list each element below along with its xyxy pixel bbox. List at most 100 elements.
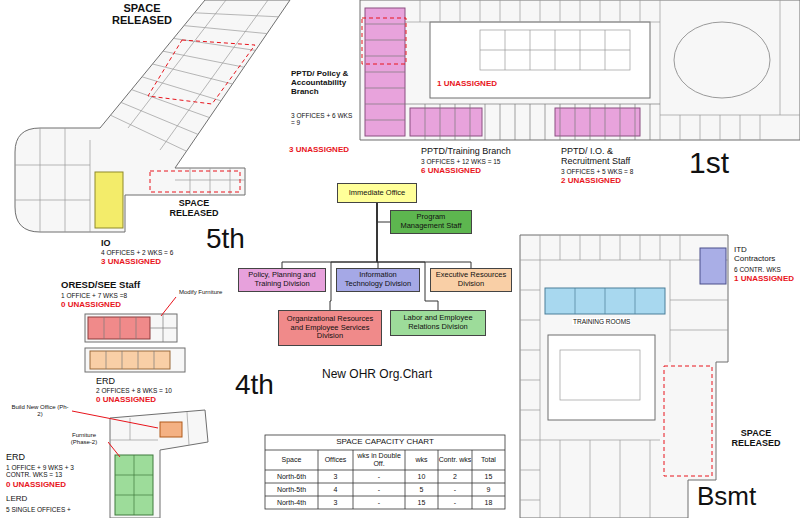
table-cell: wks in Double Off. xyxy=(353,452,405,467)
plan-label: ERD xyxy=(95,376,116,386)
table-cell: 4 xyxy=(318,486,353,494)
new-office xyxy=(160,422,182,437)
org-connector xyxy=(377,203,390,222)
org-connector xyxy=(282,203,377,268)
plan-label: IO xyxy=(100,238,112,248)
table-cell: Space xyxy=(265,456,318,464)
floor-name: 4th xyxy=(234,370,275,401)
plan-label: ORESD/SEE Staff xyxy=(60,280,141,291)
plan-label: LERD xyxy=(5,495,28,504)
org-box: Policy, Planning and Training Division xyxy=(238,268,326,292)
box-text: Executive Resources Division xyxy=(434,271,508,288)
table-cell: 9 xyxy=(472,486,505,494)
plan-label: 3 OFFICES + 12 WKS = 15 xyxy=(420,158,501,165)
table-cell: 15 xyxy=(405,499,438,507)
room-wall xyxy=(520,235,728,518)
unassigned-note: 0 UNASSIGNED xyxy=(60,301,122,310)
table-frame xyxy=(265,435,505,509)
released-area xyxy=(150,171,240,192)
plan-label: 6 CONTR. WKS xyxy=(733,266,782,273)
org-connector xyxy=(330,203,377,310)
table-cell: North-5th xyxy=(265,486,318,494)
plan-label: PPTD/ Policy & Accountability Branch xyxy=(290,70,356,97)
pptd-area xyxy=(410,108,482,136)
plan-label: SPACE RELEASED xyxy=(160,198,228,218)
table-cell: - xyxy=(353,499,405,507)
table-cell: 2 xyxy=(438,473,472,481)
plan-label: 4 OFFICES + 2 WKS = 6 xyxy=(100,249,174,256)
plan-label: 2 OFFICES + 8 WKS = 10 xyxy=(95,387,173,394)
table-cell: wks xyxy=(405,456,438,464)
table-cell: - xyxy=(438,486,472,494)
table-cell: - xyxy=(353,486,405,494)
room-wall xyxy=(115,455,153,515)
first-floor-plan xyxy=(360,0,800,140)
plan-label: PPTD/ I.O. & Recruitment Staff xyxy=(560,146,646,166)
room-wall xyxy=(110,412,189,445)
oresd-area xyxy=(88,317,150,339)
box-text: Immediate Office xyxy=(349,189,406,198)
plan-label: 1 OFFICE + 7 WKS =8 xyxy=(60,292,128,299)
erd-area xyxy=(90,351,170,369)
unassigned-note: 3 UNASSIGNED xyxy=(288,146,350,155)
training-room xyxy=(545,288,665,314)
box-text: Labor and Employee Relations Division xyxy=(394,314,482,331)
box-text: Policy, Planning and Training Division xyxy=(242,271,322,288)
unassigned-note: 6 UNASSIGNED xyxy=(420,167,482,176)
room-wall xyxy=(104,314,177,369)
org-box: Immediate Office xyxy=(337,183,417,203)
unassigned-note: 1 UNASSIGNED xyxy=(436,80,498,89)
org-box: Labor and Employee Relations Division xyxy=(390,310,486,336)
building-outline xyxy=(110,410,208,518)
room-wall xyxy=(365,24,660,140)
org-box: Program Management Staff xyxy=(390,210,472,234)
floor-name: 1st xyxy=(688,146,730,179)
chart-title: New OHR Org.Chart xyxy=(296,368,458,382)
table-cell: Offices xyxy=(318,456,353,464)
building-outline xyxy=(15,0,290,232)
courtyard-block xyxy=(560,350,640,400)
pptd-area xyxy=(555,108,640,136)
plan-label: ITD Contractors xyxy=(733,246,791,264)
released-area xyxy=(664,366,712,476)
io-area xyxy=(95,172,123,228)
table-rule xyxy=(265,450,505,509)
plan-label: 3 OFFICES + 6 WKS = 9 xyxy=(290,112,354,127)
table-cell: Contr. wks xyxy=(438,456,472,464)
plan-label: Build New Office (Ph-2) xyxy=(8,404,72,417)
org-connector xyxy=(377,203,471,268)
released-area xyxy=(148,40,255,104)
erd-area xyxy=(115,455,153,515)
box-text: Information Technology Division xyxy=(340,271,416,288)
unassigned-note: 0 UNASSIGNED xyxy=(95,396,157,405)
table-cell: 15 xyxy=(472,473,505,481)
box-text: Program Management Staff xyxy=(394,213,468,230)
unassigned-note: 0 UNASSIGNED xyxy=(5,481,67,490)
courtyard xyxy=(430,22,650,98)
plan-label: SPACE RELEASED xyxy=(722,428,790,448)
table-cell: North-6th xyxy=(265,473,318,481)
building-outline xyxy=(520,235,728,518)
room-wall xyxy=(575,288,635,314)
basement-plan xyxy=(520,235,728,518)
plan-label: Furniture (Phase-2) xyxy=(60,432,108,445)
fifth-floor-plan xyxy=(15,0,290,232)
room-wall xyxy=(15,0,279,232)
itd-area xyxy=(700,248,726,284)
table-title: SPACE CAPACITY CHART xyxy=(265,438,505,447)
floor-outline xyxy=(85,348,185,372)
building-outline xyxy=(360,0,800,140)
box-text: Organizational Resources and Employee Se… xyxy=(282,315,378,341)
capacity-table-grid xyxy=(265,435,505,509)
table-cell: 5 xyxy=(405,486,438,494)
table-cell: 10 xyxy=(405,473,438,481)
unassigned-note: 2 UNASSIGNED xyxy=(560,177,622,186)
table-cell: North-4th xyxy=(265,499,318,507)
org-box: Executive Resources Division xyxy=(430,268,512,292)
room-wall xyxy=(405,0,800,140)
plan-label: TRAINING ROOMS xyxy=(572,318,631,325)
plan-label: Modify Furniture xyxy=(178,289,223,296)
table-cell: - xyxy=(353,473,405,481)
plan-label: 5 SINGLE OFFICES + xyxy=(5,506,72,513)
table-cell: 18 xyxy=(472,499,505,507)
